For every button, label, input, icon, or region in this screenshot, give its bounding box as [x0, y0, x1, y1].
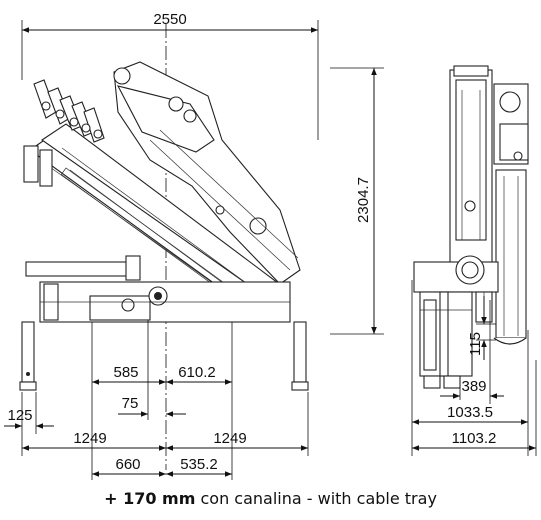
dim-half-left: 1249	[73, 430, 106, 447]
dim-side-depth: 389	[461, 378, 486, 395]
dim-total-height: 2304.7	[355, 177, 372, 223]
dim-center-offset: 75	[122, 395, 139, 412]
caption-bold: + 170 mm	[104, 489, 196, 508]
dim-bottom-right: 535.2	[180, 456, 218, 473]
crane-arm	[113, 61, 301, 285]
dim-left-inner: 585	[113, 364, 138, 381]
side-view: 115 389 1033.5 1103.2	[411, 65, 537, 456]
dim-total-width: 2550	[153, 11, 186, 28]
dim-side-mid: 1033.5	[447, 404, 493, 421]
cable-tray-note: + 170 mm con canalina - with cable tray	[0, 489, 541, 508]
front-view: 2550 2304.7 585 610.2 75 125 1249 1249	[4, 11, 384, 480]
boom-assembly	[23, 79, 283, 319]
dim-side-small: 115	[467, 332, 484, 356]
side-base	[413, 255, 499, 389]
dim-foot-offset: 125	[7, 407, 32, 424]
crane-technical-drawing: 2550 2304.7 585 610.2 75 125 1249 1249	[4, 11, 537, 480]
caption-text: con canalina - with cable tray	[195, 489, 437, 508]
dim-right-inner: 610.2	[178, 364, 216, 381]
crane-base	[19, 255, 309, 391]
boom-head	[23, 79, 105, 187]
dim-bottom-left: 660	[115, 456, 140, 473]
side-column	[449, 65, 529, 345]
dim-half-right: 1249	[213, 430, 246, 447]
dim-side-total: 1103.2	[452, 430, 497, 447]
